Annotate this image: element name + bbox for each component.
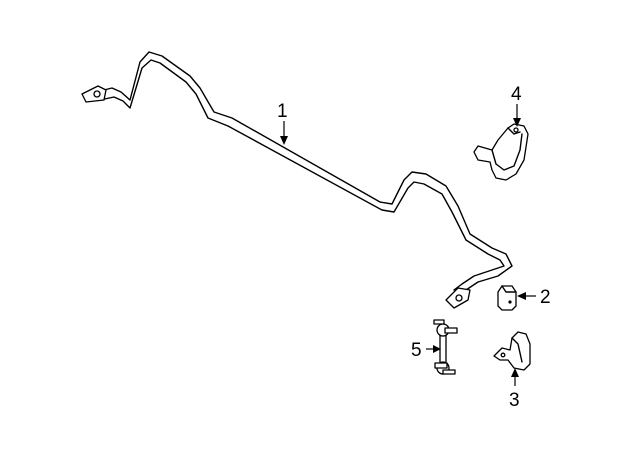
- bar-right-end-hole: [455, 294, 463, 302]
- callout-1: 1: [277, 101, 288, 145]
- callout-2-label: 2: [540, 287, 551, 308]
- link-top-nut: [444, 327, 458, 334]
- bar-left-end-hole: [93, 90, 101, 98]
- callout-5-label: 5: [411, 340, 422, 361]
- bushing-slot: [508, 300, 512, 304]
- link-bottom-nut: [434, 362, 448, 369]
- bushing[interactable]: [497, 285, 517, 311]
- clamp-hole: [500, 352, 506, 358]
- stabilizer-bar[interactable]: [81, 51, 513, 309]
- bracket-hole: [513, 127, 519, 133]
- stabilizer-link[interactable]: [433, 319, 458, 375]
- callout-3-label: 3: [509, 390, 520, 411]
- bracket[interactable]: [473, 123, 529, 181]
- link-bottom-stud: [442, 369, 456, 375]
- callout-4: 4: [511, 84, 522, 127]
- callout-2: 2: [517, 287, 551, 308]
- callout-3: 3: [509, 368, 520, 411]
- callout-1-label: 1: [277, 101, 288, 122]
- callout-5: 5: [411, 340, 441, 361]
- callout-4-label: 4: [511, 84, 522, 105]
- bushing-clamp[interactable]: [493, 331, 531, 371]
- link-top-stud: [433, 319, 445, 325]
